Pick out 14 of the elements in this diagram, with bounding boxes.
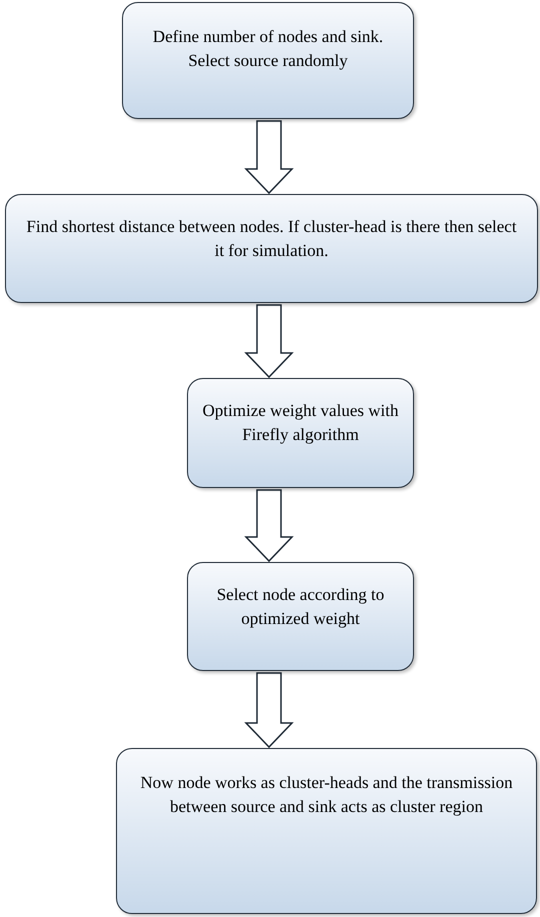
process-box [187, 378, 414, 488]
process-box [187, 562, 414, 671]
step-text: Now node works as cluster-heads and the transmission between source and sink acts as cluster region [139, 772, 514, 818]
process-box [122, 2, 414, 119]
step-text: Select node according to optimized weight [216, 584, 386, 630]
block-arrow [244, 489, 294, 562]
block-arrow [244, 304, 294, 378]
process-box [116, 748, 537, 914]
step-text: Optimize weight values with Firefly algorithm [202, 400, 399, 446]
block-arrow [244, 120, 294, 194]
step-text: Find shortest distance between nodes. If cluster-head is there then select it for simulation. [25, 216, 518, 262]
process-box [5, 194, 538, 303]
block-arrow [244, 672, 294, 748]
step-text: Define number of nodes and sink. Select source randomly [152, 26, 384, 72]
